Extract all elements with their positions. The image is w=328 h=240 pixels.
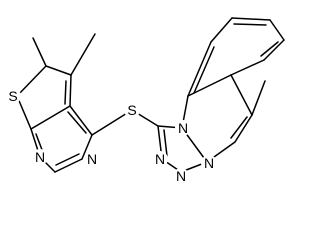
bond: [187, 74, 232, 97]
atom-thiophene-sulfur: S: [5, 88, 21, 104]
bond: [45, 65, 72, 76]
bond: [263, 39, 285, 61]
atom-label-s: S: [127, 102, 136, 118]
bond: [69, 74, 72, 107]
bond: [67, 111, 87, 134]
atom-triazole-n3: N: [173, 168, 189, 184]
bond: [233, 23, 267, 26]
atom-label-n: N: [176, 168, 186, 184]
bond: [251, 80, 266, 116]
bond: [231, 17, 271, 21]
atom-label-n: N: [87, 151, 97, 167]
bond: [69, 105, 93, 136]
bond: [193, 46, 215, 94]
bond: [163, 129, 168, 157]
bond: [269, 19, 285, 41]
atom-triazole-n1: N: [152, 151, 168, 167]
bond: [55, 153, 80, 166]
bonds: [16, 17, 285, 173]
bond: [230, 59, 265, 76]
atom-label-s: S: [8, 88, 17, 104]
atom-label-n: N: [178, 120, 188, 136]
bond: [30, 105, 71, 130]
atom-label-n: N: [204, 155, 214, 171]
bond: [32, 37, 47, 67]
bond: [16, 65, 47, 97]
bond: [70, 33, 96, 76]
atom-label-n: N: [35, 149, 45, 165]
bond: [187, 41, 212, 97]
bond: [230, 74, 253, 116]
bond: [234, 114, 253, 143]
atom-pyrimidine-n1: N: [32, 149, 48, 165]
bond: [210, 17, 233, 43]
bond: [64, 80, 67, 105]
bond: [260, 41, 279, 57]
atom-pyrimidine-n3: N: [84, 151, 100, 167]
bond: [54, 158, 83, 173]
atom-triazole-n4: N: [201, 155, 217, 171]
bond: [230, 116, 248, 139]
bond: [81, 134, 93, 160]
atom-label-n: N: [155, 151, 165, 167]
chemical-structure-diagram: S S N N N N N N: [5, 17, 285, 184]
bond: [16, 95, 32, 130]
atom-linker-sulfur: S: [124, 102, 140, 118]
atom-quinoline-n: N: [175, 120, 191, 136]
atom-labels: S S N N N N N N: [5, 88, 217, 184]
